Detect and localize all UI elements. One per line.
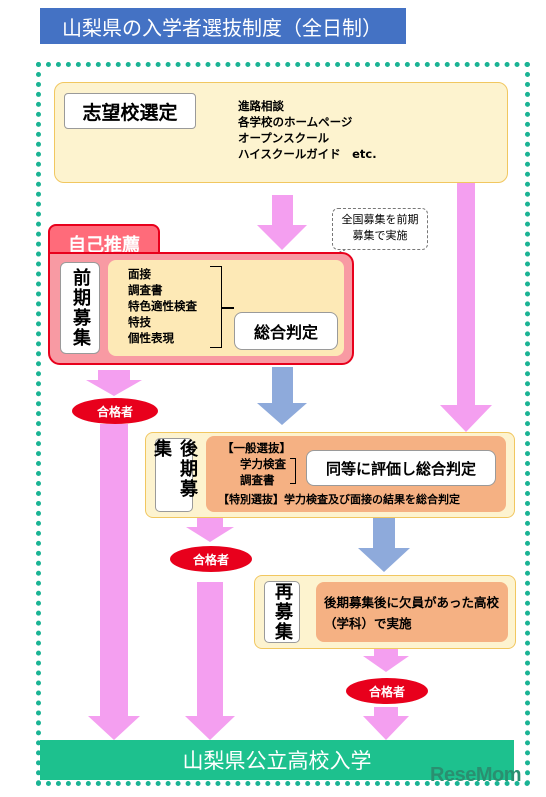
sai-inner: 後期募集後に欠員があった高校（学科）で実施 bbox=[316, 582, 508, 642]
pass-badge-text: 合格者 bbox=[96, 404, 133, 419]
bottom-bar-text: 山梨県公立高校入学 bbox=[182, 749, 372, 773]
arrow-jiko-pass bbox=[86, 370, 142, 396]
selection-item: オープンスクール bbox=[238, 131, 330, 145]
koki-result-text: 同等に評価し総合判定 bbox=[325, 459, 476, 478]
page-title: 山梨県の入学者選抜制度（全日制） bbox=[40, 8, 406, 44]
selection-item: ハイスクールガイド etc. bbox=[238, 147, 377, 161]
koki-special: 【特別選抜】学力検査及び面接の結果を総合判定 bbox=[218, 493, 460, 506]
jiko-item: 特技 bbox=[128, 315, 151, 329]
arrow-to-jiko bbox=[257, 195, 307, 250]
jiko-item: 特色適性検査 bbox=[128, 299, 197, 313]
watermark-text: ReseMom bbox=[430, 764, 521, 786]
arrow-koki-pass bbox=[186, 518, 234, 542]
school-selection-items: 進路相談 各学校のホームページ オープンスクール ハイスクールガイド etc. bbox=[238, 98, 498, 162]
jiko-tab-text: 自己推薦 bbox=[68, 235, 140, 256]
page-title-text: 山梨県の入学者選抜制度（全日制） bbox=[62, 15, 382, 40]
jiko-bracket bbox=[210, 266, 222, 348]
koki-general-header: 【一般選抜】 bbox=[222, 441, 291, 455]
arrow-mid-long bbox=[185, 582, 235, 740]
jiko-item: 調査書 bbox=[128, 283, 163, 297]
pass-badge-koki: 合格者 bbox=[170, 546, 252, 572]
jiko-result-text: 総合判定 bbox=[253, 323, 318, 342]
note-text: 全国募集を前期募集で実施 bbox=[341, 213, 419, 242]
zenki-label: 前期募集 bbox=[60, 262, 100, 354]
koki-bracket bbox=[290, 458, 296, 484]
koki-general-item: 学力検査 bbox=[240, 457, 286, 471]
pass-badge-sai: 合格者 bbox=[346, 678, 428, 704]
koki-label: 後期募集 bbox=[151, 438, 198, 512]
pass-badge-zenki: 合格者 bbox=[72, 398, 158, 424]
koki-general-item: 調査書 bbox=[240, 473, 275, 487]
bottom-bar: 山梨県公立高校入学 bbox=[40, 740, 514, 780]
arrow-to-koki bbox=[257, 367, 307, 425]
dotted-frame bbox=[36, 62, 530, 786]
arrow-to-sai bbox=[358, 518, 410, 572]
selection-item: 進路相談 bbox=[238, 99, 284, 113]
school-selection-label-text: 志望校選定 bbox=[82, 101, 178, 124]
sai-label: 再募集 bbox=[264, 581, 300, 643]
jiko-result: 総合判定 bbox=[234, 312, 338, 350]
watermark-logo: ReseMom bbox=[430, 764, 540, 792]
zenki-label-text: 前期募集 bbox=[70, 268, 91, 348]
koki-label-text: 後期募集 bbox=[151, 439, 198, 499]
pass-badge-text: 合格者 bbox=[368, 684, 405, 699]
arrow-sai-bottom bbox=[363, 707, 409, 740]
sai-label-text: 再募集 bbox=[272, 582, 293, 642]
jiko-items: 面接 調査書 特色適性検査 特技 個性表現 bbox=[128, 266, 224, 346]
arrow-left-long bbox=[88, 424, 140, 740]
jiko-bracket-tick bbox=[222, 307, 234, 309]
selection-item: 各学校のホームページ bbox=[238, 115, 353, 129]
arrow-right-long bbox=[440, 180, 492, 432]
koki-general: 【一般選抜】 学力検査 調査書 bbox=[222, 440, 291, 488]
arrow-sai-pass bbox=[363, 648, 409, 672]
pass-badge-text: 合格者 bbox=[192, 552, 229, 567]
school-selection-label: 志望校選定 bbox=[64, 93, 196, 129]
jiko-item: 面接 bbox=[128, 267, 151, 281]
sai-text: 後期募集後に欠員があった高校（学科）で実施 bbox=[324, 595, 500, 631]
note-bubble: 全国募集を前期募集で実施 bbox=[332, 208, 428, 250]
jiko-item: 個性表現 bbox=[128, 331, 174, 345]
koki-result: 同等に評価し総合判定 bbox=[306, 450, 496, 486]
